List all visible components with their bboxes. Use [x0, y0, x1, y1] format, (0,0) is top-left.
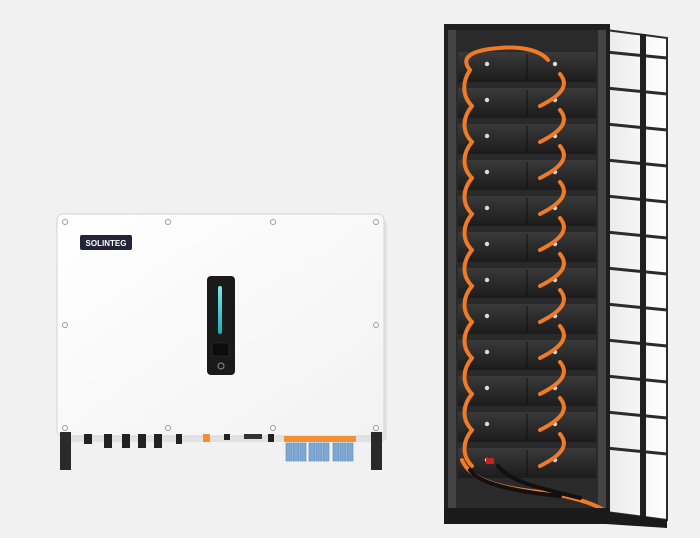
status-panel [207, 276, 235, 375]
hybrid-inverter: SOLINTEG [56, 213, 387, 470]
battery-module [458, 232, 596, 262]
battery-module [458, 160, 596, 190]
rack-base [444, 508, 610, 524]
orange-terminal [203, 434, 210, 442]
brand-logo: SOLINTEG [80, 235, 132, 250]
battery-module [458, 412, 596, 442]
wifi-icon [217, 362, 225, 370]
housing-screws [62, 219, 379, 431]
bottom-connectors [84, 434, 356, 462]
brand-logo-text: SOLINTEG [86, 239, 127, 248]
battery-modules [458, 52, 596, 478]
battery-module [458, 448, 596, 478]
lcd-screen [211, 342, 230, 357]
battery-rack [444, 24, 668, 528]
battery-module [458, 196, 596, 226]
battery-module [458, 124, 596, 154]
side-shelf-dividers [605, 50, 668, 456]
status-led-bar [218, 286, 222, 334]
battery-module [458, 304, 596, 334]
battery-module [458, 52, 596, 82]
battery-module [458, 268, 596, 298]
rack-side-panel [605, 28, 668, 522]
battery-module [458, 88, 596, 118]
left-foot [60, 432, 71, 470]
battery-module [458, 340, 596, 370]
battery-module [458, 376, 596, 406]
right-foot [371, 432, 382, 470]
